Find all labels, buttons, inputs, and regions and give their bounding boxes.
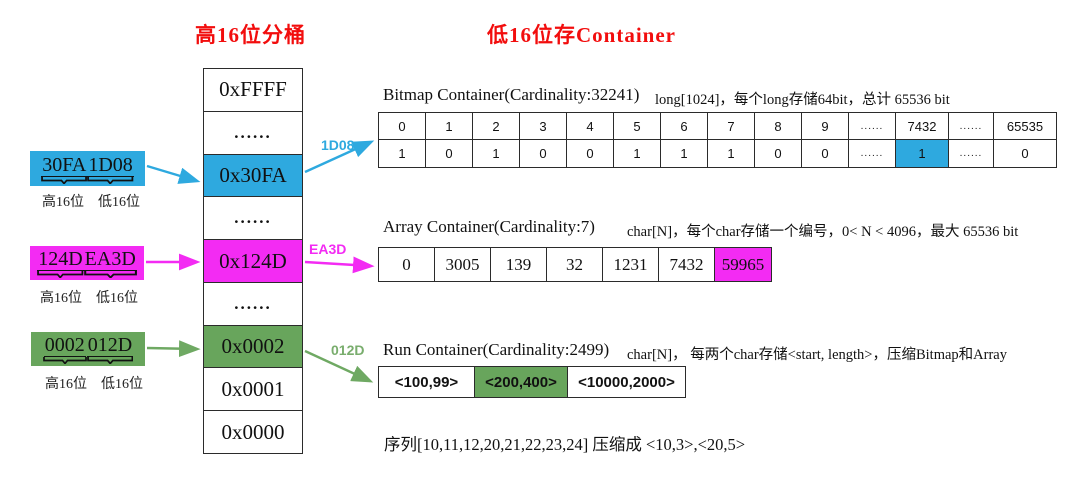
bucket-column: 0xFFFF......0x30FA......0x124D......0x00…	[203, 68, 303, 454]
low-bits-label: 低16位	[98, 195, 140, 210]
key-box: 124D EA3D	[30, 246, 144, 280]
key-value: 124D EA3D	[37, 248, 137, 278]
run-table: <100,99><200,400> <10000,2000>	[378, 366, 686, 398]
bitmap-value-cell: 1	[379, 140, 426, 167]
underbrace-icon	[37, 271, 84, 278]
bitmap-index-cell: 0	[379, 113, 426, 140]
arrow-key-to-bucket-blue	[146, 164, 201, 184]
bitmap-value-cell: 1	[614, 140, 661, 167]
underbrace-icon	[42, 357, 87, 364]
arrow-label: 1D08	[321, 137, 355, 153]
bitmap-value-cell: ......	[949, 140, 994, 167]
bucket-cell: ......	[204, 282, 302, 326]
array-value-cell: 0	[379, 248, 435, 281]
bitmap-value-cell: 0	[520, 140, 567, 167]
key-high-bits: 0002	[43, 334, 86, 357]
arrow-bucket-to-array	[304, 256, 375, 274]
bitmap-container-desc: long[1024]，每个long存储64bit，总计 65536 bit	[655, 92, 950, 108]
arrow-label: EA3D	[309, 241, 347, 257]
key-value: 30FA 1D08	[41, 154, 134, 184]
array-value-cell: 7432	[659, 248, 715, 281]
underbrace-icon	[83, 271, 137, 278]
key-low-bits: EA3D	[83, 248, 137, 271]
key-value: 0002 012D	[42, 334, 134, 364]
key-high-bits: 124D	[37, 248, 84, 271]
bucket-cell: 0x30FA	[204, 154, 302, 198]
underbrace-icon	[87, 176, 134, 184]
key-high-bits: 30FA	[41, 153, 88, 177]
bitmap-value-cell: 0	[567, 140, 614, 167]
bitmap-value-cell: 1	[708, 140, 755, 167]
bitmap-index-cell: 8	[755, 113, 802, 140]
array-value-cell: 32	[547, 248, 603, 281]
bitmap-index-cell: 2	[473, 113, 520, 140]
bitmap-index-cell: ......	[949, 113, 994, 140]
array-container-title: Array Container(Cardinality:7)	[383, 217, 595, 236]
bitmap-value-cell: 0	[1021, 146, 1029, 161]
underbrace-icon	[86, 357, 134, 364]
bitmap-index-cell: 65535	[994, 113, 1056, 140]
bitmap-index-cell: 4	[567, 113, 614, 140]
section-title-low-bits: 低16位存Container	[487, 23, 676, 47]
section-title-high-bits: 高16位分桶	[195, 23, 306, 47]
bitmap-value-cell: 1	[661, 140, 708, 167]
key-low-bits: 1D08	[87, 153, 134, 177]
bitmap-index-cell: 3	[520, 113, 567, 140]
bitmap-index-cell: 6	[661, 113, 708, 140]
array-value-cell: 139	[491, 248, 547, 281]
bitmap-container-title: Bitmap Container(Cardinality:32241)	[383, 85, 640, 104]
bitmap-value-cell: 1	[896, 140, 949, 167]
key-sublabels: 高16位 低16位	[40, 287, 138, 307]
high-bits-label: 高16位	[45, 377, 87, 392]
bitmap-index-cell: 9	[802, 113, 849, 140]
bucket-cell: 0x0001	[204, 368, 302, 412]
bucket-cell: 0x0000	[204, 411, 302, 454]
low-bits-label: 低16位	[101, 377, 143, 392]
bitmap-index-cell: 5	[614, 113, 661, 140]
bitmap-index-cell: 7	[708, 113, 755, 140]
key-box: 30FA 1D08	[30, 151, 145, 186]
run-value-cell: <10000,2000>	[578, 373, 675, 391]
key-low-bits: 012D	[86, 334, 134, 357]
run-compression-note: 序列[10,11,12,20,21,22,23,24] 压缩成 <10,3>,<…	[384, 435, 746, 454]
array-value-cell: 1231	[603, 248, 659, 281]
high-bits-label: 高16位	[40, 291, 82, 306]
underbrace-icon	[41, 176, 88, 184]
key-sublabels: 高16位 低16位	[42, 191, 140, 211]
bitmap-value-cell: 0	[755, 140, 802, 167]
low-bits-label: 低16位	[96, 291, 138, 306]
bitmap-index-cell: 7432	[896, 113, 949, 140]
bucket-cell: 0x0002	[204, 325, 302, 369]
bucket-cell: 0xFFFF	[204, 69, 302, 112]
arrow-key-to-bucket-green	[146, 340, 201, 358]
bitmap-value-cell: ......	[849, 140, 896, 167]
bucket-cell: ......	[204, 111, 302, 155]
bitmap-value-cell: 1	[473, 140, 520, 167]
bitmap-value-cell: 0	[802, 140, 849, 167]
high-bits-label: 高16位	[42, 195, 84, 210]
array-container-desc: char[N]，每个char存储一个编号，0< N < 4096，最大 6553…	[627, 224, 1019, 240]
array-value-cell: 59965	[715, 248, 771, 281]
bitmap-index-cell: ......	[849, 113, 896, 140]
key-box: 0002 012D	[31, 332, 145, 366]
arrow-label: 012D	[331, 342, 365, 358]
bitmap-value-cell: 0	[426, 140, 473, 167]
key-sublabels: 高16位 低16位	[45, 373, 143, 393]
run-container-title: Run Container(Cardinality:2499)	[383, 340, 610, 359]
bitmap-index-cell: 1	[426, 113, 473, 140]
bucket-cell: 0x124D	[204, 240, 302, 283]
array-value-cell: 3005	[435, 248, 491, 281]
bucket-cell: ......	[204, 197, 302, 241]
run-value-cell: <200,400>	[475, 367, 568, 397]
run-value-cell: <100,99>	[379, 367, 475, 397]
run-container-desc: char[N]， 每两个char存储<start, length>，压缩Bitm…	[627, 347, 1007, 363]
